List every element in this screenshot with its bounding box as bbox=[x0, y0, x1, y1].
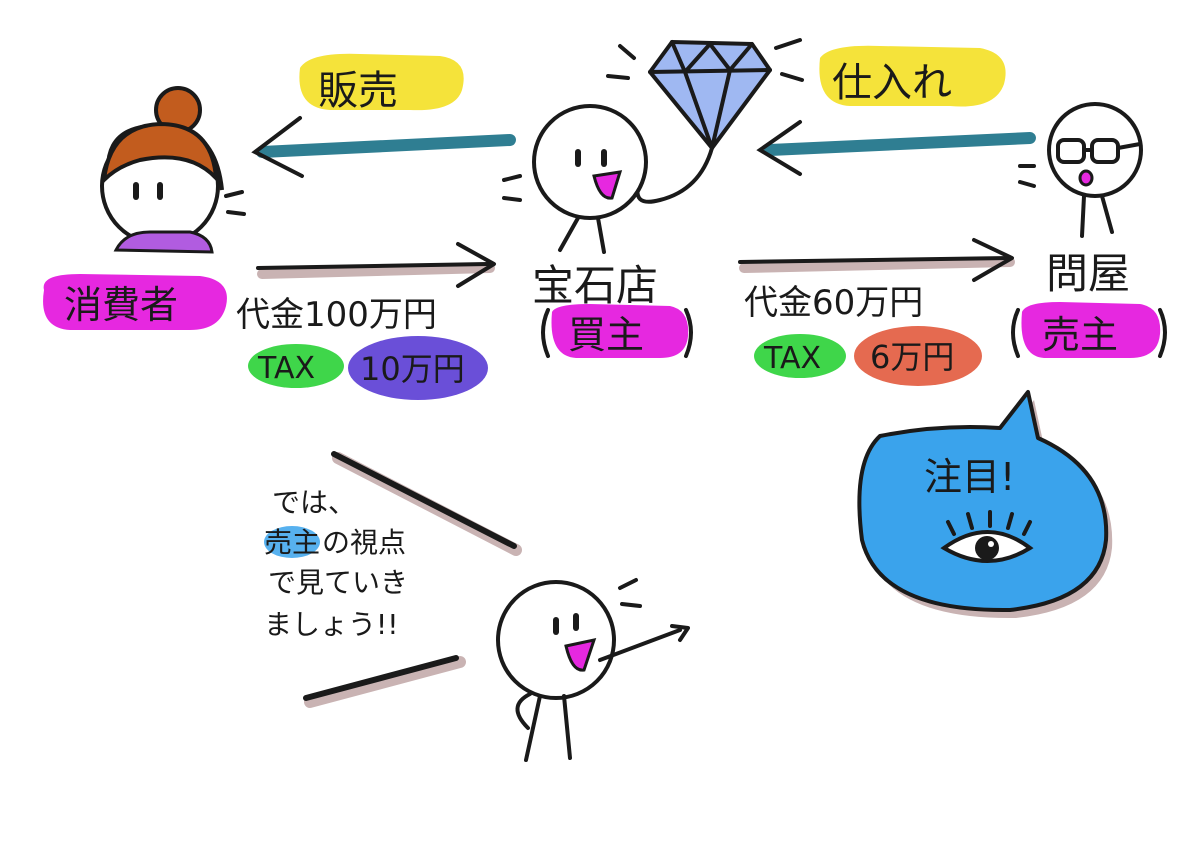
consumer-figure bbox=[100, 86, 246, 254]
price-left-text: 代金100万円 bbox=[236, 295, 437, 335]
speech-highlight-seller: 売主 bbox=[264, 526, 320, 559]
buyer-tag-text: 買主 bbox=[568, 313, 644, 357]
tax-left-word: TAX bbox=[257, 351, 315, 386]
wholesaler-text: 問屋 bbox=[1046, 249, 1130, 298]
seller-tag: 売主 bbox=[1011, 302, 1167, 358]
purchase-label: 仕入れ bbox=[819, 45, 1006, 107]
consumer-text: 消費者 bbox=[64, 283, 178, 327]
tax-left-value-badge: 10万円 bbox=[348, 336, 488, 400]
purchase-text: 仕入れ bbox=[832, 60, 952, 106]
tax-left-badge: TAX bbox=[248, 344, 344, 388]
speech-line-2-rest: の視点 bbox=[322, 526, 406, 559]
sale-label: 販売 bbox=[299, 53, 464, 114]
payment-arrow-right bbox=[738, 238, 1015, 282]
tax-right-value: 6万円 bbox=[870, 338, 954, 376]
speech-text: では、 売主 の視点 で見ていき ましょう!! bbox=[264, 486, 408, 641]
purchase-arrow bbox=[756, 120, 1036, 176]
sale-arrow bbox=[251, 116, 516, 178]
price-right-text: 代金60万円 bbox=[744, 283, 923, 323]
attention-text: 注目! bbox=[924, 455, 1015, 499]
speech-line-4: ましょう!! bbox=[264, 608, 398, 641]
payment-arrow-left bbox=[256, 242, 496, 288]
consumer-label: 消費者 bbox=[43, 274, 227, 330]
jewelry-store-text: 宝石店 bbox=[532, 261, 658, 310]
speech-line-1: では、 bbox=[272, 486, 356, 519]
tax-right-word: TAX bbox=[763, 341, 821, 376]
seller-tag-text: 売主 bbox=[1042, 313, 1118, 357]
eye-icon bbox=[940, 510, 1034, 563]
tax-right-badge: TAX bbox=[754, 334, 846, 378]
jewelry-store-figure bbox=[502, 104, 648, 254]
attention-bubble: 注目! bbox=[857, 390, 1113, 619]
diamond-icon bbox=[606, 38, 804, 204]
tax-right-value-badge: 6万円 bbox=[854, 326, 982, 386]
sale-text: 販売 bbox=[318, 68, 398, 114]
buyer-tag: 買主 bbox=[541, 304, 693, 358]
tax-left-value: 10万円 bbox=[360, 350, 465, 388]
wholesaler-figure bbox=[1018, 102, 1143, 238]
presenter-figure bbox=[303, 451, 690, 762]
speech-line-3: で見ていき bbox=[268, 566, 408, 599]
